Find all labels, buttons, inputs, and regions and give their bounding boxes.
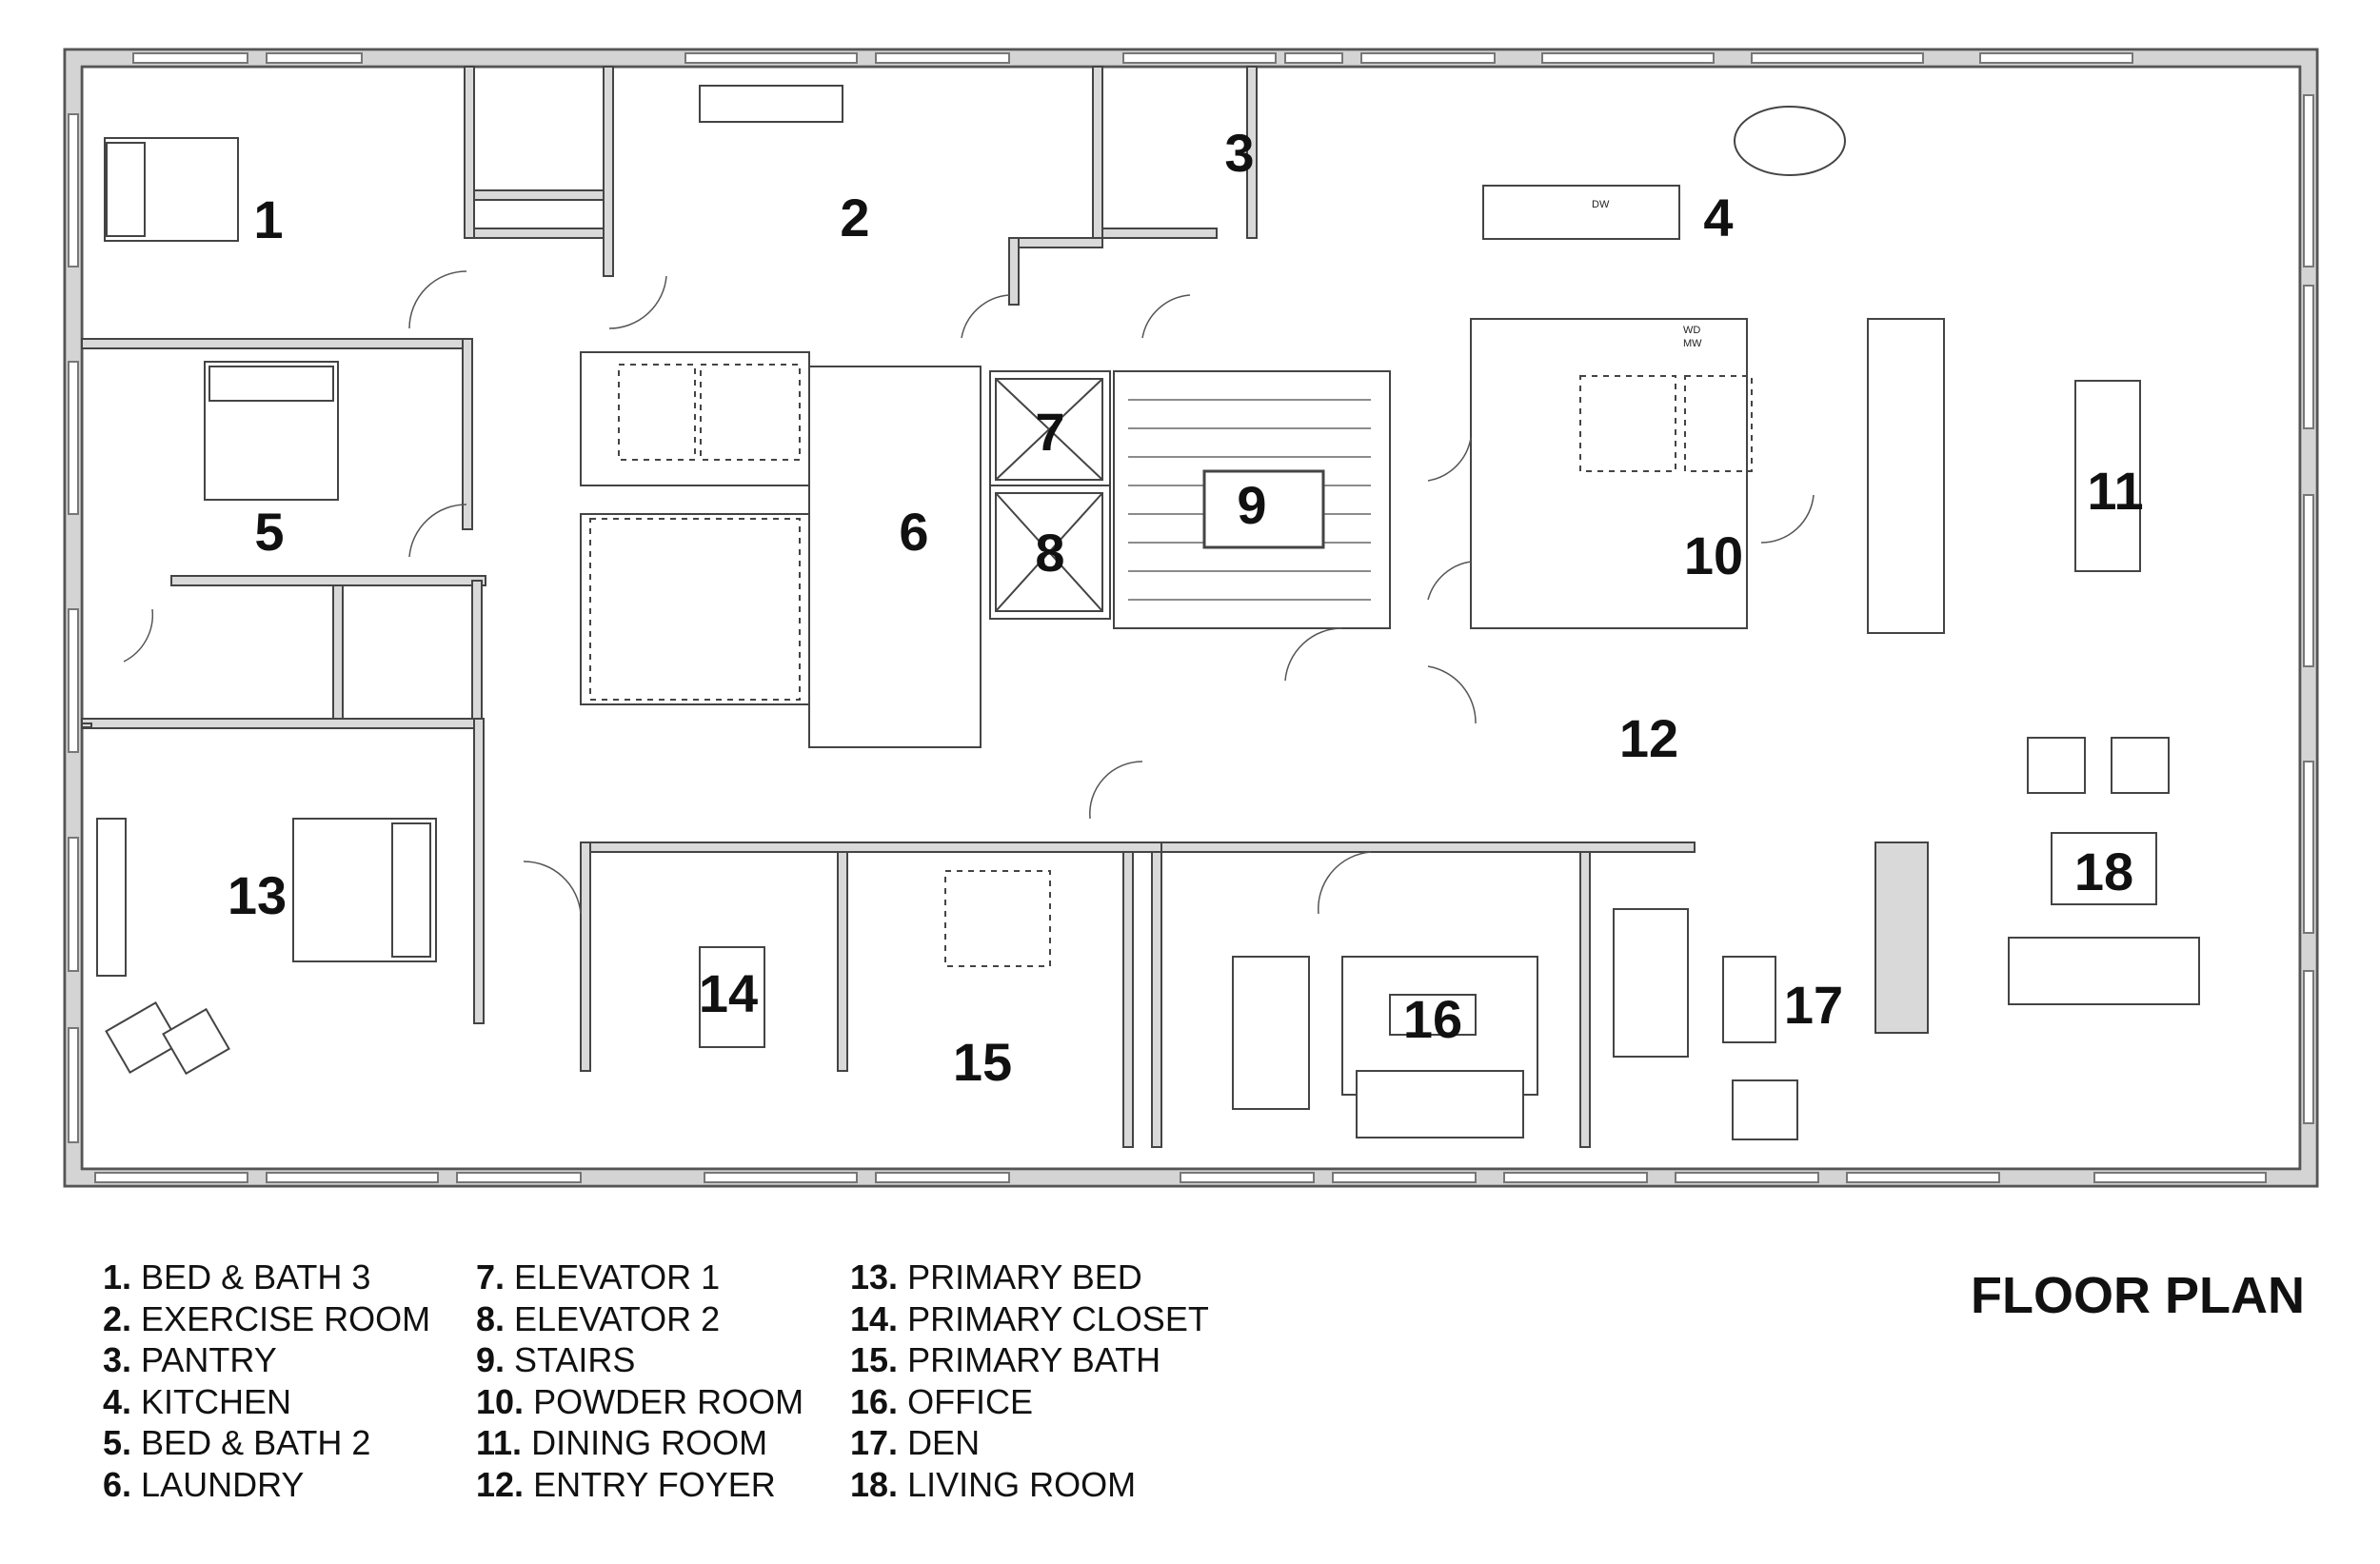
legend-item-number: 13. — [850, 1257, 899, 1297]
legend-column-3: 13. PRIMARY BED 14. PRIMARY CLOSET 15. P… — [850, 1257, 1209, 1505]
room-number-labels: 1 2 3 4 5 6 7 8 9 10 11 12 13 14 15 16 1… — [228, 123, 2144, 1092]
legend-item-label: ELEVATOR 1 — [514, 1257, 721, 1297]
windows-top — [132, 52, 2133, 64]
legend-item-number: 1. — [103, 1257, 132, 1297]
room-number-7: 7 — [1035, 402, 1064, 462]
legend-item-label: BED & BATH 2 — [141, 1423, 371, 1462]
stair-treads — [1128, 399, 1371, 601]
legend-item: 3. PANTRY — [103, 1339, 430, 1381]
legend-item-label: BED & BATH 3 — [141, 1257, 371, 1297]
legend-item-number: 5. — [103, 1423, 132, 1462]
legend-item-label: ELEVATOR 2 — [514, 1298, 721, 1338]
legend-item-label: OFFICE — [907, 1381, 1034, 1421]
legend-item: 18. LIVING ROOM — [850, 1464, 1209, 1506]
room-number-4: 4 — [1703, 188, 1733, 247]
legend-item-label: KITCHEN — [141, 1381, 292, 1421]
legend-item-label: PRIMARY BATH — [907, 1340, 1161, 1379]
room-number-17: 17 — [1784, 975, 1843, 1035]
legend-item: 17. DEN — [850, 1422, 1209, 1464]
legend-item-number: 16. — [850, 1381, 899, 1421]
legend-item-number: 10. — [476, 1381, 525, 1421]
legend-item-number: 12. — [476, 1464, 525, 1504]
legend-item: 10. POWDER ROOM — [476, 1381, 803, 1423]
legend-item: 1. BED & BATH 3 — [103, 1257, 430, 1298]
microwave-label: MW — [1683, 338, 1702, 349]
legend-item: 14. PRIMARY CLOSET — [850, 1298, 1209, 1340]
legend-item-label: LIVING ROOM — [907, 1464, 1137, 1504]
legend-column-1: 1. BED & BATH 3 2. EXERCISE ROOM 3. PANT… — [103, 1257, 430, 1505]
windows-sides — [68, 94, 2314, 1143]
legend-item-number: 8. — [476, 1298, 506, 1338]
room-number-11: 11 — [2087, 461, 2143, 521]
legend-item-label: STAIRS — [514, 1340, 636, 1379]
legend-item: 5. BED & BATH 2 — [103, 1422, 430, 1464]
room-number-1: 1 — [253, 189, 283, 249]
legend-item: 11. DINING ROOM — [476, 1422, 803, 1464]
room-number-13: 13 — [228, 865, 287, 925]
legend-item-number: 17. — [850, 1423, 899, 1462]
room-number-2: 2 — [840, 188, 869, 247]
furniture — [96, 85, 2200, 1140]
room-number-6: 6 — [899, 502, 928, 562]
washer-dryer-label: WD — [1683, 325, 1700, 336]
legend-column-2: 7. ELEVATOR 1 8. ELEVATOR 2 9. STAIRS 10… — [476, 1257, 803, 1505]
plan-title: FLOOR PLAN — [1971, 1267, 2305, 1324]
legend-item: 4. KITCHEN — [103, 1381, 430, 1423]
legend-item: 7. ELEVATOR 1 — [476, 1257, 803, 1298]
legend-item-label: DINING ROOM — [531, 1423, 768, 1462]
legend-item: 2. EXERCISE ROOM — [103, 1298, 430, 1340]
legend-item: 6. LAUNDRY — [103, 1464, 430, 1506]
legend-item-number: 18. — [850, 1464, 899, 1504]
legend-item-label: POWDER ROOM — [533, 1381, 804, 1421]
room-number-15: 15 — [953, 1032, 1012, 1092]
room-number-3: 3 — [1224, 123, 1254, 183]
floor-plan-drawing: DW WD MW 1 2 3 4 5 6 7 8 9 10 11 12 13 1… — [63, 48, 2319, 1188]
room-legend: 1. BED & BATH 3 2. EXERCISE ROOM 3. PANT… — [0, 1257, 2380, 1561]
legend-item-number: 15. — [850, 1340, 899, 1379]
room-number-16: 16 — [1403, 989, 1462, 1049]
legend-item-number: 14. — [850, 1298, 899, 1338]
legend-item-label: PRIMARY CLOSET — [907, 1298, 1209, 1338]
legend-item: 12. ENTRY FOYER — [476, 1464, 803, 1506]
room-number-14: 14 — [699, 963, 758, 1023]
legend-item-label: PRIMARY BED — [907, 1257, 1142, 1297]
legend-item-number: 4. — [103, 1381, 132, 1421]
legend-item: 15. PRIMARY BATH — [850, 1339, 1209, 1381]
legend-item: 13. PRIMARY BED — [850, 1257, 1209, 1298]
door-swings — [123, 270, 1815, 915]
legend-item-number: 2. — [103, 1298, 132, 1338]
legend-item-number: 7. — [476, 1257, 506, 1297]
legend-item: 16. OFFICE — [850, 1381, 1209, 1423]
room-number-8: 8 — [1035, 523, 1064, 583]
legend-item-number: 6. — [103, 1464, 132, 1504]
legend-item-number: 9. — [476, 1340, 506, 1379]
legend-item-label: PANTRY — [141, 1340, 277, 1379]
dishwasher-label: DW — [1592, 199, 1610, 210]
legend-item-number: 11. — [476, 1423, 523, 1462]
room-number-9: 9 — [1237, 475, 1266, 535]
room-number-12: 12 — [1619, 708, 1678, 768]
legend-item-label: LAUNDRY — [141, 1464, 305, 1504]
elevator-shafts — [589, 364, 1753, 967]
room-number-10: 10 — [1684, 525, 1743, 585]
windows-bottom — [94, 1172, 2267, 1183]
room-number-18: 18 — [2074, 841, 2133, 901]
legend-item-label: DEN — [907, 1423, 981, 1462]
legend-item-label: EXERCISE ROOM — [141, 1298, 431, 1338]
exterior-wall — [63, 48, 2319, 1188]
room-number-5: 5 — [254, 502, 284, 562]
legend-item: 8. ELEVATOR 2 — [476, 1298, 803, 1340]
legend-item-label: ENTRY FOYER — [533, 1464, 776, 1504]
legend-item: 9. STAIRS — [476, 1339, 803, 1381]
legend-item-number: 3. — [103, 1340, 132, 1379]
